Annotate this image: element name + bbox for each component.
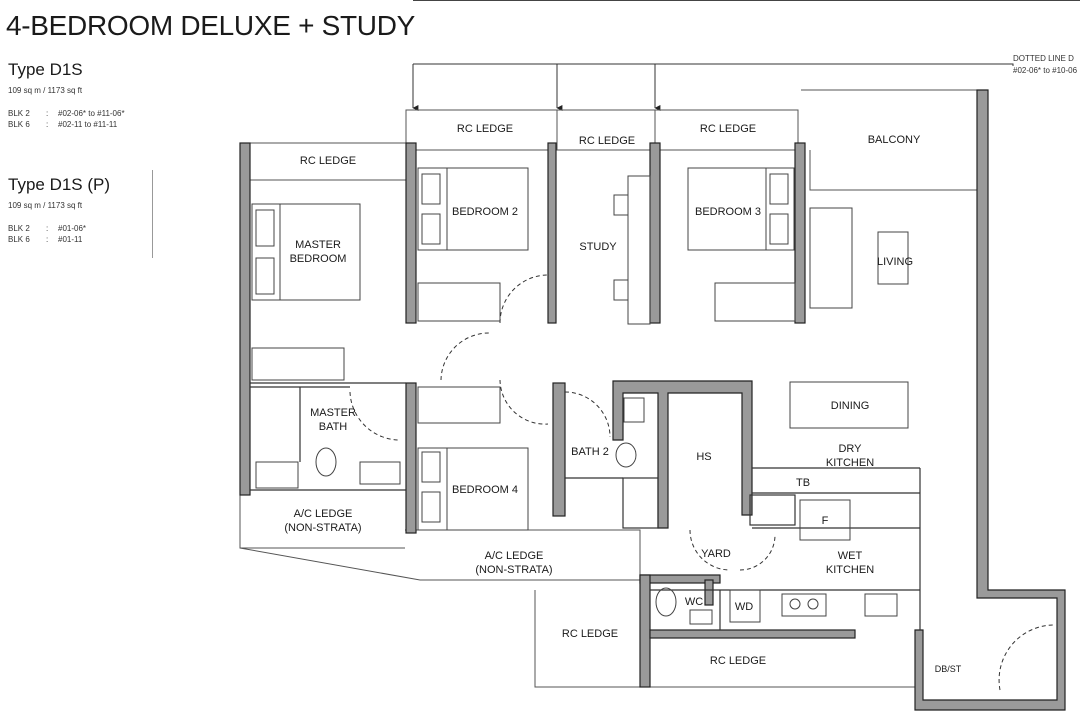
unit-area: 109 sq m / 1173 sq ft [8,201,83,210]
label-rc-ledge-bed2: RC LEDGE [457,123,513,135]
furniture [251,167,909,625]
header-rule [413,0,1080,1]
block-row: BLK 2: #01-06* [8,224,86,233]
label-ac-ledge-mid: A/C LEDGE [485,550,544,562]
plan-title: 4-BEDROOM DELUXE + STUDY [6,10,415,41]
block-label: BLK 2 [8,224,30,233]
block-separator: : [46,109,49,118]
dotted-line-indicators [412,63,1014,111]
label-rc-ledge-bottom-mid: RC LEDGE [710,655,766,667]
label-dry-kitchen: KITCHEN [826,457,874,469]
unit-area: 109 sq m / 1173 sq ft [8,86,83,95]
block-units: #01-06* [58,224,87,233]
label-ac-ledge-mid: (NON-STRATA) [475,564,552,576]
panel-divider [152,170,153,258]
label-master-bedroom: BEDROOM [290,253,347,265]
label-db-st: DB/ST [935,664,962,674]
label-wc: WC [685,596,703,608]
label-rc-ledge-master: RC LEDGE [300,155,356,167]
label-wet-kitchen: KITCHEN [826,564,874,576]
label-tb: TB [796,477,810,489]
label-rc-ledge-bed3: RC LEDGE [700,123,756,135]
block-row: BLK 6: #02-11 to #11-11 [8,120,117,129]
label-fridge: F [822,515,829,527]
block-row: BLK 2: #02-06* to #11-06* [8,109,125,118]
block-row: BLK 6: #01-11 [8,235,82,244]
label-yard: YARD [701,548,731,560]
label-rc-ledge-study: RC LEDGE [579,135,635,147]
block-separator: : [46,235,49,244]
block-units: #02-11 to #11-11 [58,120,118,129]
partitions [250,382,921,630]
label-living: LIVING [877,256,913,268]
label-ac-ledge-left: A/C LEDGE [294,508,353,520]
label-rc-ledge-bottom-left: RC LEDGE [562,628,618,640]
label-hs: HS [696,451,711,463]
label-wet-kitchen: WET [838,550,863,562]
block-units: #02-06* to #11-06* [58,109,125,118]
label-wd: WD [735,601,753,613]
block-label: BLK 6 [8,235,30,244]
dotted-line-note-units: #02-06* to #10-06 [1013,66,1078,75]
block-units: #01-11 [58,235,83,244]
label-balcony: BALCONY [868,134,921,146]
block-separator: : [46,224,49,233]
room-labels: RC LEDGE RC LEDGE RC LEDGE RC LEDGE BALC… [284,123,961,674]
label-bedroom-4: BEDROOM 4 [452,484,518,496]
dotted-line-note: DOTTED LINE D [1013,54,1074,63]
block-label: BLK 2 [8,109,30,118]
label-ac-ledge-left: (NON-STRATA) [284,522,361,534]
label-dry-kitchen: DRY [838,443,862,455]
label-master-bath: BATH [319,421,348,433]
unit-type-heading: Type D1S (P) [8,175,111,194]
block-label: BLK 6 [8,120,30,129]
label-master-bedroom: MASTER [295,239,341,251]
door-swings [349,274,1056,691]
unit-type-heading: Type D1S [8,60,83,79]
block-separator: : [46,120,49,129]
label-bedroom-3: BEDROOM 3 [695,206,761,218]
label-master-bath: MASTER [310,407,356,419]
label-bedroom-2: BEDROOM 2 [452,206,518,218]
label-study: STUDY [579,241,617,253]
label-bath-2: BATH 2 [571,446,609,458]
walls [239,89,1066,711]
label-dining: DINING [831,400,870,412]
